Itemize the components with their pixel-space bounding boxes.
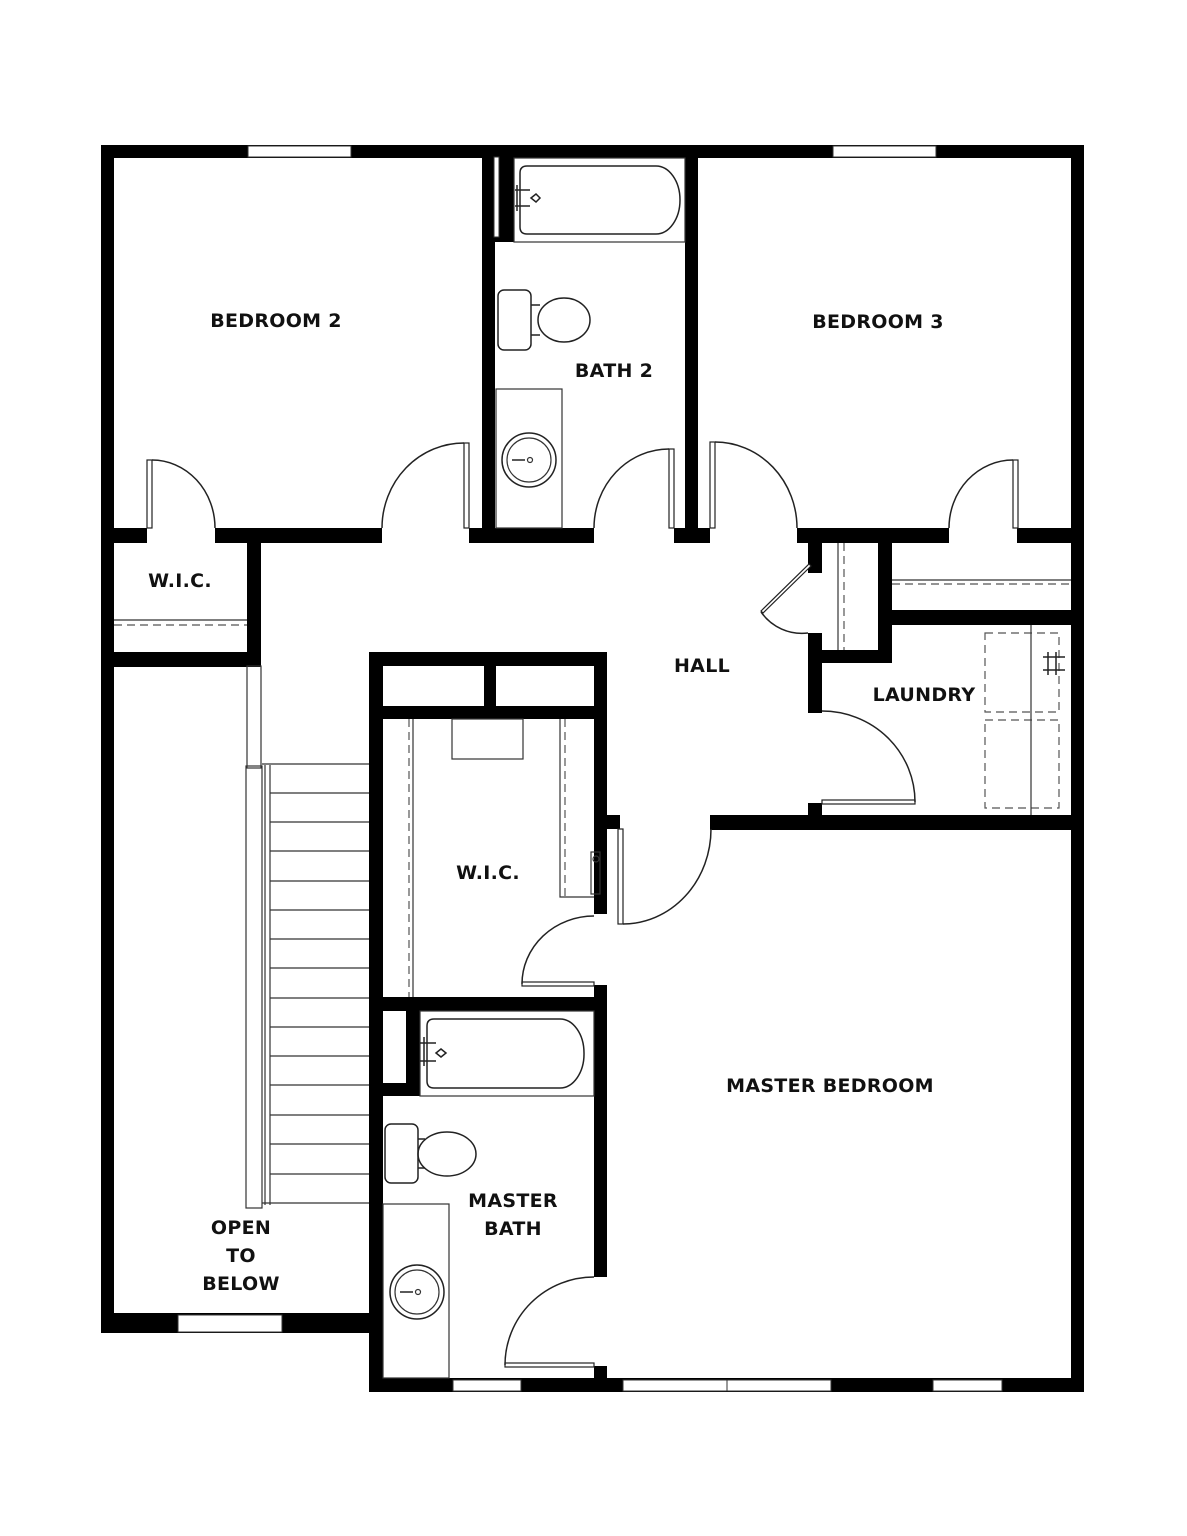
dryer-icon — [984, 719, 1060, 809]
label-bedroom3: BEDROOM 3 — [812, 311, 944, 333]
label-master-bath-line1: MASTER — [468, 1190, 558, 1212]
door-master-bath — [504, 1362, 595, 1368]
washer-icon — [984, 632, 1060, 713]
bath2-fixtures — [495, 157, 686, 529]
door-bath2 — [668, 448, 675, 529]
door-master-bedroom — [617, 828, 624, 925]
label-wic-small: W.I.C. — [148, 570, 212, 592]
label-master-bedroom: MASTER BEDROOM — [726, 1075, 934, 1097]
staircase — [245, 665, 369, 1209]
laundry-appliances — [984, 625, 1065, 815]
window-master-bath — [452, 1379, 522, 1392]
door-linen — [760, 563, 812, 614]
label-laundry: LAUNDRY — [873, 684, 976, 706]
sink-icon — [501, 432, 557, 488]
window-master-2 — [726, 1379, 832, 1392]
control-panel-icon — [590, 851, 601, 895]
door-laundry — [821, 799, 916, 805]
toilet-icon — [497, 289, 532, 351]
door-closet-bedroom3 — [1012, 459, 1019, 529]
window-master-3 — [932, 1379, 1003, 1392]
label-bedroom2: BEDROOM 2 — [210, 310, 342, 332]
label-wic-master: W.I.C. — [456, 862, 520, 884]
window-open-below — [177, 1314, 283, 1333]
door-bedroom3 — [709, 441, 716, 529]
door-wic-bedroom2 — [146, 459, 153, 529]
window-bedroom2 — [247, 145, 352, 158]
door-bedroom2 — [463, 442, 470, 529]
room-labels: BEDROOM 2 BATH 2 BEDROOM 3 W.I.C. HALL L… — [148, 310, 975, 1295]
label-master-bath-line2: BATH — [484, 1218, 542, 1240]
closet-shelves — [114, 543, 1071, 997]
label-bath2: BATH 2 — [575, 360, 653, 382]
door-master-wic — [521, 981, 595, 987]
bathtub-icon — [426, 1018, 585, 1089]
window-bedroom3 — [832, 145, 937, 158]
interior-walls — [101, 145, 1084, 1392]
doors — [146, 441, 1019, 1368]
window-master-1 — [622, 1379, 728, 1392]
label-open-to-below-line2: TO — [226, 1245, 256, 1267]
sink-icon — [389, 1264, 445, 1320]
master-bath-fixtures — [382, 1010, 595, 1379]
label-hall: HALL — [674, 655, 730, 677]
bathtub-icon — [519, 165, 681, 235]
windows — [177, 145, 1003, 1392]
label-open-to-below-line3: BELOW — [202, 1273, 280, 1295]
toilet-icon — [384, 1123, 419, 1184]
label-open-to-below-line1: OPEN — [211, 1217, 271, 1239]
